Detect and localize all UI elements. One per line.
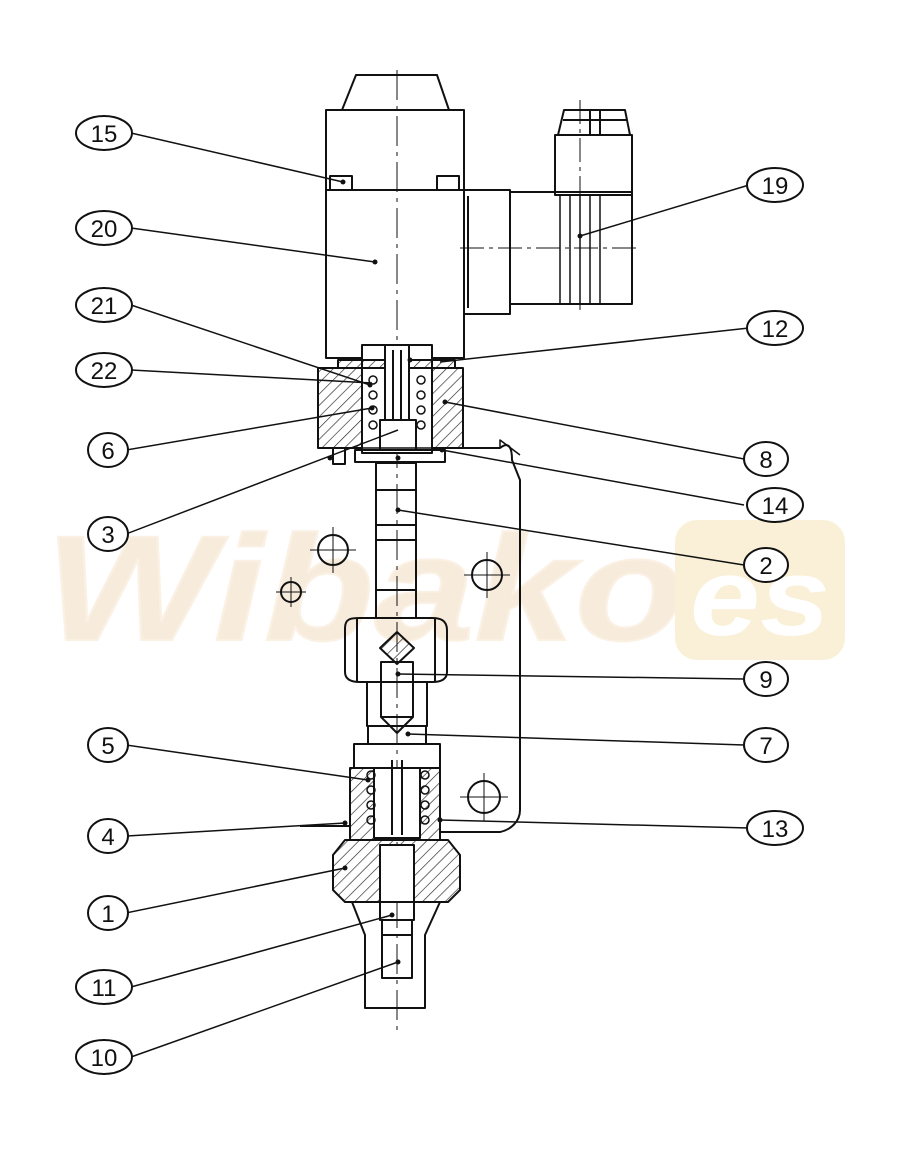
nipple-10 — [381, 919, 413, 979]
connector-neck — [464, 189, 511, 315]
coil-top-cap — [341, 74, 450, 111]
connector-body — [554, 134, 633, 196]
balloon-22: 22 — [75, 352, 133, 388]
svg-text:21: 21 — [91, 293, 118, 320]
balloon-1: 1 — [87, 895, 129, 931]
svg-text:6: 6 — [101, 438, 114, 465]
coil-clip-right — [436, 175, 460, 191]
balloon-9: 9 — [743, 661, 789, 697]
bolt-small — [332, 447, 346, 465]
balloon-19: 19 — [746, 167, 804, 203]
balloon-7: 7 — [743, 727, 789, 763]
svg-text:13: 13 — [762, 816, 789, 843]
svg-text:15: 15 — [91, 121, 118, 148]
middle-block — [344, 617, 448, 683]
balloon-3: 3 — [87, 516, 129, 552]
watermark-text: Wibako — [45, 504, 685, 672]
drawing — [125, 70, 750, 1058]
svg-text:7: 7 — [759, 733, 772, 760]
svg-text:20: 20 — [91, 216, 118, 243]
coil-clip-left — [329, 175, 353, 191]
part-balloons: 15 20 21 22 6 3 5 4 1 11 10 19 12 8 14 2… — [75, 115, 804, 1075]
balloon-2: 2 — [743, 547, 789, 583]
balloon-15: 15 — [75, 115, 133, 151]
plunger-9 — [380, 661, 414, 718]
balloon-10: 10 — [75, 1039, 133, 1075]
balloon-6: 6 — [87, 432, 129, 468]
mounting-bracket — [440, 444, 521, 833]
svg-text:10: 10 — [91, 1045, 118, 1072]
lower-spring — [366, 770, 430, 825]
svg-text:1: 1 — [101, 901, 114, 928]
balloon-20: 20 — [75, 210, 133, 246]
svg-text:22: 22 — [91, 358, 118, 385]
armature-tube — [384, 344, 410, 426]
svg-text:2: 2 — [759, 553, 772, 580]
balloon-4: 4 — [87, 818, 129, 854]
fitting-nut — [351, 901, 441, 1009]
svg-text:19: 19 — [762, 173, 789, 200]
balloon-14: 14 — [746, 487, 804, 523]
balloon-21: 21 — [75, 287, 133, 323]
upper-spring — [368, 375, 426, 430]
leader-lines — [125, 132, 750, 1058]
svg-text:9: 9 — [759, 667, 772, 694]
balloon-11: 11 — [75, 969, 133, 1005]
balloon-13: 13 — [746, 810, 804, 846]
svg-text:3: 3 — [101, 522, 114, 549]
balloon-12: 12 — [746, 310, 804, 346]
solenoid-coil — [325, 109, 465, 359]
svg-text:12: 12 — [762, 316, 789, 343]
svg-text:5: 5 — [101, 733, 114, 760]
connector-ribs — [559, 195, 601, 304]
mounting-holes — [276, 527, 510, 821]
connector-cap — [557, 109, 631, 136]
watermark: Wibako es — [44, 503, 845, 673]
svg-text:8: 8 — [759, 447, 772, 474]
svg-text:11: 11 — [92, 975, 117, 1002]
svg-text:4: 4 — [101, 824, 114, 851]
watermark-badge — [675, 520, 845, 660]
svg-text:14: 14 — [762, 493, 789, 520]
balloon-8: 8 — [743, 441, 789, 477]
ball-seat — [379, 631, 415, 665]
balloon-5: 5 — [87, 727, 129, 763]
